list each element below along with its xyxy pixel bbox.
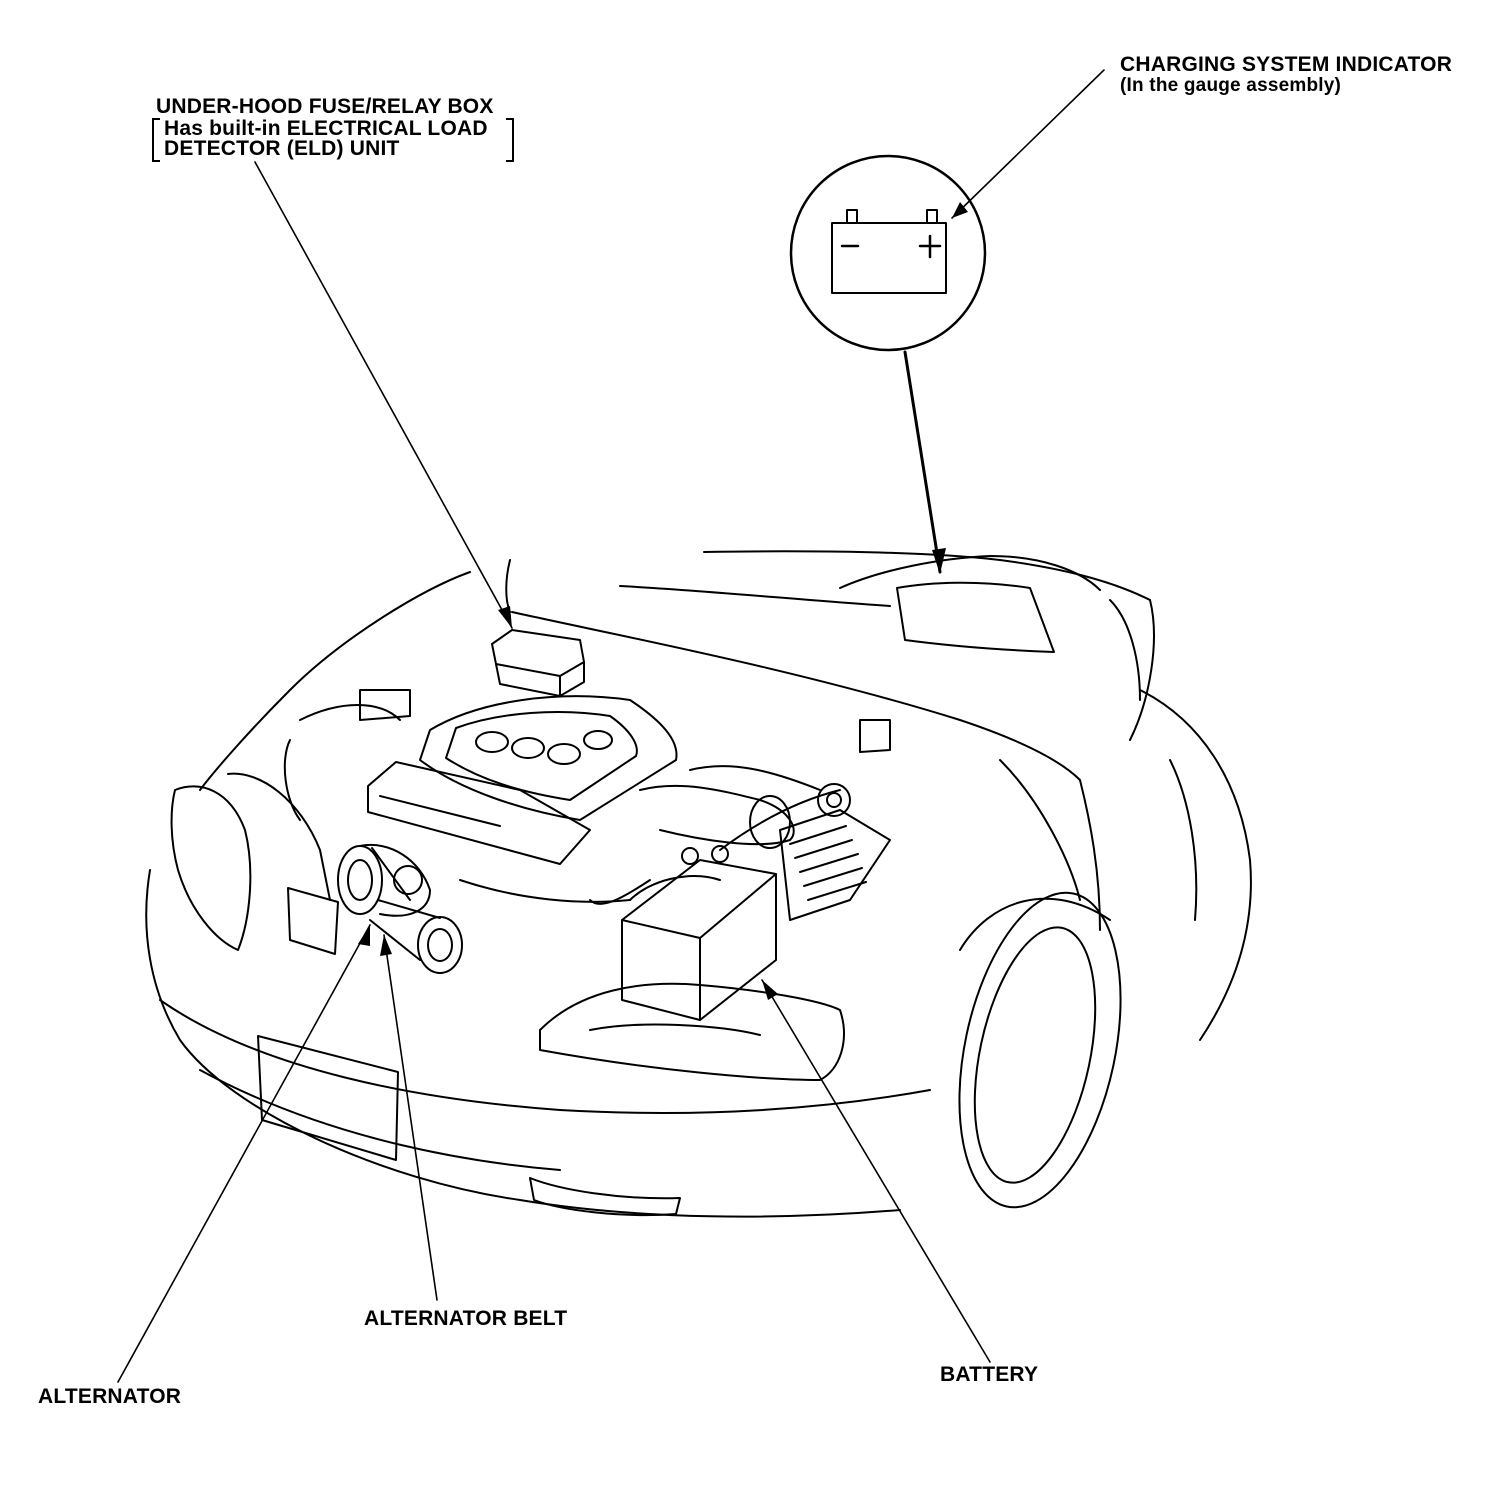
indicator-leader bbox=[951, 69, 1105, 219]
battery-leader bbox=[761, 979, 991, 1363]
arrow-heads bbox=[358, 202, 968, 1000]
fuse-box-bracket-right bbox=[506, 118, 514, 162]
alternator-belt-label: ALTERNATOR BELT bbox=[364, 1307, 568, 1330]
leader-lines bbox=[117, 69, 1105, 1383]
engine bbox=[283, 629, 891, 1021]
alternator-leader bbox=[117, 924, 371, 1383]
fuse-box-label-line3: DETECTOR (ELD) UNIT bbox=[164, 137, 400, 160]
indicator-label-line2: (In the gauge assembly) bbox=[1120, 75, 1342, 96]
belt-leader bbox=[383, 934, 438, 1301]
fuse-box-bracket-left bbox=[152, 118, 160, 162]
fuse-box-label-line1: UNDER-HOOD FUSE/RELAY BOX bbox=[156, 95, 494, 118]
fuse-box-label-line2: Has built-in ELECTRICAL LOAD bbox=[164, 117, 488, 140]
fuse-box-leader bbox=[254, 161, 513, 629]
car-body bbox=[145, 550, 1252, 1218]
battery-icon bbox=[831, 209, 947, 294]
indicator-callout bbox=[789, 154, 987, 352]
alternator-label: ALTERNATOR bbox=[38, 1385, 182, 1408]
cluster-leader bbox=[903, 350, 942, 574]
indicator-label-line1: CHARGING SYSTEM INDICATOR bbox=[1120, 53, 1453, 76]
battery-label: BATTERY bbox=[940, 1363, 1039, 1386]
